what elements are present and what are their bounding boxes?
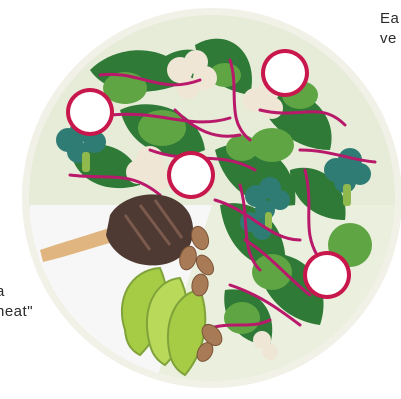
caption-bottom-left: a neat" xyxy=(0,282,33,322)
caption-top-right: Ea ve xyxy=(380,9,399,49)
